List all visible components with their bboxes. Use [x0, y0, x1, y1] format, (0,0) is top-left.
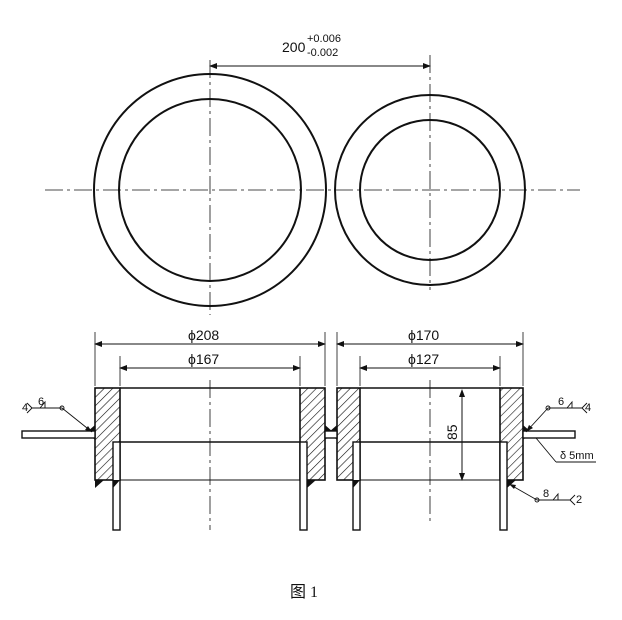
weld-symbol-left: 4 6: [22, 396, 93, 433]
right-inner-circle: [359, 119, 501, 261]
left-outer-circle: [93, 73, 327, 307]
left-plate: [21, 430, 96, 439]
left-weld-leg: 6: [38, 396, 44, 408]
weld-symbol-right-lower: 8 2: [508, 483, 582, 506]
right-plate: [522, 430, 576, 439]
right-outer-dia-label: ϕ170: [408, 327, 439, 343]
left-inner-circle: [118, 98, 302, 282]
left-tube-right-wall: [299, 441, 308, 531]
right-lower-weld-leg: 8: [543, 488, 549, 500]
center-distance-lower-tolerance: -0.002: [307, 47, 338, 59]
right-upper-weld-leg: 6: [558, 396, 564, 408]
right-tube-right-wall: [499, 441, 508, 531]
plate-thickness-callout: δ 5mm: [535, 437, 596, 463]
center-distance-upper-tolerance: +0.006: [307, 33, 341, 45]
right-lower-weld-count: 2: [576, 494, 582, 506]
right-upper-weld-count: 4: [585, 402, 591, 414]
right-inner-dia-label: ϕ127: [408, 351, 439, 367]
center-distance-nominal: 200: [282, 39, 306, 55]
left-outer-dia-label: ϕ208: [188, 327, 219, 343]
left-weld-count: 4: [22, 402, 28, 414]
right-outer-circle: [334, 94, 526, 286]
figure-caption: 图 1: [290, 584, 318, 601]
plate-thickness-label: δ 5mm: [560, 450, 594, 462]
weld-symbol-right-upper: 6 4: [525, 396, 591, 433]
left-inner-dia-label: ϕ167: [188, 351, 219, 367]
top-view: 200 +0.006 -0.002: [45, 33, 580, 315]
height-label: 85: [444, 424, 460, 440]
section-view: ϕ208 ϕ167 ϕ170 ϕ127: [21, 327, 576, 531]
middle-plate: [324, 430, 338, 439]
